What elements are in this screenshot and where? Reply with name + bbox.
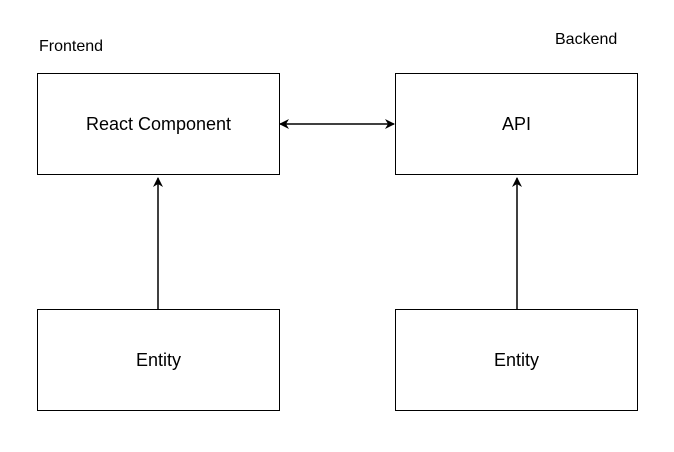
api-node[interactable]: API	[395, 73, 638, 175]
backend-entity-node[interactable]: Entity	[395, 309, 638, 411]
backend-group-label: Backend	[555, 31, 618, 48]
frontend-entity-node[interactable]: Entity	[37, 309, 280, 411]
frontend-group-label: Frontend	[39, 38, 104, 55]
frontend-entity-node-label: Entity	[135, 350, 182, 370]
backend-entity-node-label: Entity	[493, 350, 540, 370]
react-component-node[interactable]: React Component	[37, 73, 280, 175]
react-component-node-label: React Component	[85, 114, 232, 134]
api-node-label: API	[501, 114, 531, 134]
